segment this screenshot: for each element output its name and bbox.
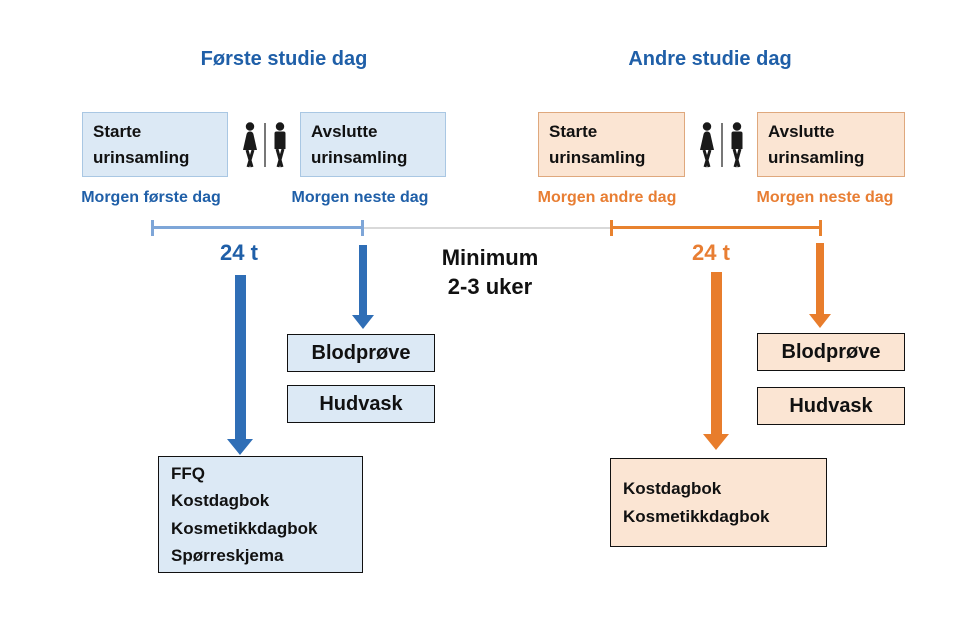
female-figure-icon [700,122,714,168]
day1-forms-line: Kostdagbok [171,491,270,511]
male-figure-icon [274,122,286,168]
restroom-divider [721,123,723,167]
day2-forms-box: Kostdagbok Kosmetikkdagbok [610,458,827,547]
day2-start-urine-box: Starte urinsamling [538,112,685,177]
day1-start-urine-line2: urinsamling [93,147,190,167]
day1-start-urine-box: Starte urinsamling [82,112,228,177]
day1-end-urine-line1: Avslutte [311,122,378,141]
timeline-day2-segment [612,226,822,229]
day2-start-urine-line2: urinsamling [549,147,646,167]
day1-forms-box: FFQ Kostdagbok Kosmetikkdagbok Spørreskj… [158,456,363,573]
timeline-day1-segment [152,226,363,229]
day1-end-urine-line2: urinsamling [311,147,408,167]
day1-forms-line: FFQ [171,464,205,484]
day1-end-urine-box: Avslutte urinsamling [300,112,446,177]
day2-start-urine-line1: Starte [549,122,598,141]
day2-blood-sample-box: Blodprøve [757,333,905,371]
day2-end-urine-box: Avslutte urinsamling [757,112,905,177]
day1-skin-wash-box: Hudvask [287,385,435,423]
day1-forms-line: Kosmetikkdagbok [171,518,318,538]
timeline-gap-segment [364,227,612,229]
interval-line2: 2-3 uker [447,273,533,299]
day1-blood-arrow [352,245,374,329]
day1-duration-label: 24 t [220,240,258,265]
day1-heading: Første studie dag [200,48,368,70]
day1-end-morning-label: Morgen neste dag [291,189,429,206]
day1-blood-sample-box: Blodprøve [287,334,435,372]
interval-label: Minimum 2-3 uker [400,244,580,301]
day2-start-morning-label: Morgen andre dag [537,189,677,206]
interval-line1: Minimum [441,245,539,270]
day2-skin-wash-box: Hudvask [757,387,905,425]
day2-end-morning-label: Morgen neste dag [756,189,894,206]
day1-start-morning-label: Morgen første dag [81,189,221,206]
day2-heading: Andre studie dag [628,48,792,70]
day2-forms-line: Kosmetikkdagbok [623,506,770,526]
female-figure-icon [243,122,257,168]
day2-blood-arrow [809,243,831,328]
day2-duration-label: 24 t [692,240,730,265]
timeline-tick-day1-end [361,220,364,236]
timeline-tick-day2-end [819,220,822,236]
day2-forms-line: Kostdagbok [623,479,722,499]
day1-start-urine-line1: Starte [93,122,142,141]
day2-end-urine-line2: urinsamling [768,147,865,167]
day2-forms-arrow [703,272,729,450]
day1-forms-line: Spørreskjema [171,545,284,565]
day1-forms-arrow [227,275,253,455]
restroom-divider [264,123,266,167]
restroom-icon-day1 [239,121,291,169]
timeline-tick-day2-start [610,220,613,236]
restroom-icon-day2 [696,121,748,169]
day2-end-urine-line1: Avslutte [768,122,835,141]
male-figure-icon [731,122,743,168]
